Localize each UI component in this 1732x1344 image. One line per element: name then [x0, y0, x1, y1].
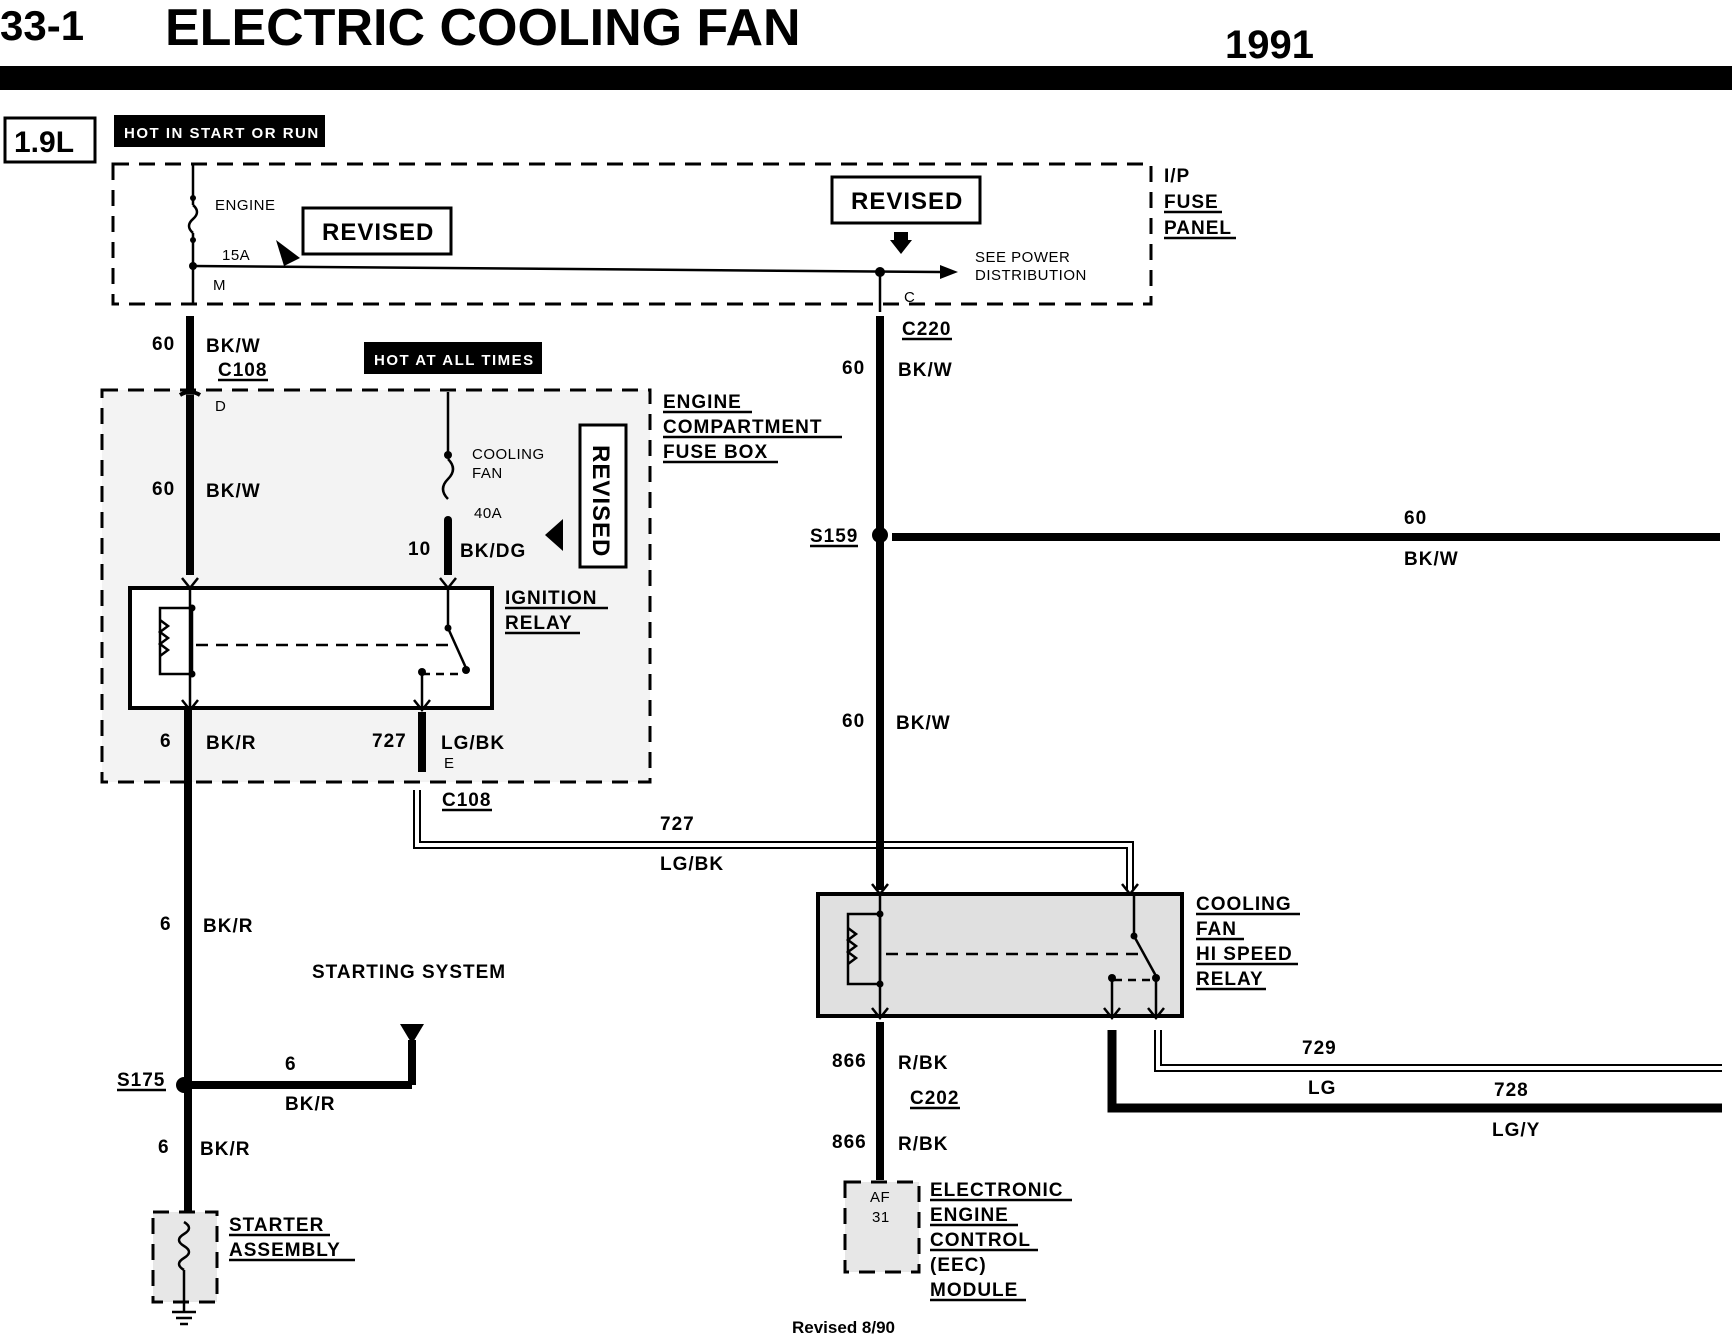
wire-10-color: BK/DG — [460, 541, 526, 562]
eec-label-2: ENGINE — [930, 1205, 1009, 1226]
ip-fuse-panel-label-1: I/P — [1164, 166, 1190, 187]
fan-relay-label-4: RELAY — [1196, 969, 1264, 990]
wire-866-lower-color: R/BK — [898, 1134, 948, 1155]
ignition-relay-label-2: RELAY — [505, 613, 573, 634]
fuse-box-label-2: COMPARTMENT — [663, 417, 822, 438]
pin-e: E — [444, 755, 455, 772]
wire-60-center-num: 60 — [842, 358, 865, 379]
wire-729-num: 729 — [1302, 1038, 1337, 1059]
revised-box-1: REVISED — [276, 206, 453, 266]
fuse-box-label-1: ENGINE — [663, 392, 742, 413]
svg-text:REVISED: REVISED — [322, 219, 434, 246]
wire-866-lower-num: 866 — [832, 1132, 867, 1153]
wire-728-color: LG/Y — [1492, 1120, 1540, 1141]
wire-60-inner-num: 60 — [152, 479, 175, 500]
eec-pin-2: 31 — [872, 1209, 890, 1226]
wire-60-top-color: BK/W — [206, 336, 261, 357]
wire-6-mid-num: 6 — [160, 914, 172, 935]
wire-727-color: LG/BK — [441, 733, 505, 754]
eec-module: AF 31 ELECTRONIC ENGINE CONTROL (EEC) MO… — [843, 1180, 1072, 1302]
eec-pin-1: AF — [870, 1189, 890, 1206]
svg-text:REVISED: REVISED — [587, 445, 614, 557]
cooling-fan-hi-speed-relay: COOLING FAN HI SPEED RELAY — [816, 883, 1300, 1021]
wire-6-branch-num: 6 — [285, 1054, 297, 1075]
wire-727-num: 727 — [372, 731, 407, 752]
wire-729-color: LG — [1308, 1078, 1336, 1099]
hot-start-run-tag: HOT IN START OR RUN — [114, 115, 325, 147]
wire-6-lower-num: 6 — [158, 1137, 170, 1158]
wire-60-lower-color: BK/W — [896, 713, 951, 734]
eec-label-1: ELECTRONIC — [930, 1180, 1064, 1201]
ip-fuse-rating: 15A — [222, 247, 250, 264]
fan-relay-label-2: FAN — [1196, 919, 1237, 940]
splice-s159: S159 — [810, 526, 858, 547]
ip-fuse-name: ENGINE — [215, 197, 276, 214]
ignition-relay: IGNITION RELAY — [128, 577, 608, 713]
fan-relay-label-3: HI SPEED — [1196, 944, 1293, 965]
fuse-box-label-3: FUSE BOX — [663, 442, 768, 463]
engine-badge-text: 1.9L — [14, 126, 74, 159]
revision-footer: Revised 8/90 — [792, 1318, 895, 1337]
engine-badge: 1.9L — [3, 116, 97, 164]
eec-label-5: MODULE — [930, 1280, 1018, 1301]
cooling-fan-fuse-name-1: COOLING — [472, 446, 545, 463]
hot-all-times-text: HOT AT ALL TIMES — [374, 352, 535, 369]
starter-label-2: ASSEMBLY — [229, 1240, 341, 1261]
eec-label-3: CONTROL — [930, 1230, 1031, 1251]
splice-s175: S175 — [117, 1070, 165, 1091]
cooling-fan-fuse-name-2: FAN — [472, 465, 503, 482]
connector-c202: C202 — [910, 1088, 959, 1109]
wire-727-h-num: 727 — [660, 814, 695, 835]
wire-60-top-num: 60 — [152, 334, 175, 355]
wire-6-upper-color: BK/R — [206, 733, 256, 754]
header: 33-1 ELECTRIC COOLING FAN 1991 — [0, 0, 1732, 90]
starting-system-label: STARTING SYSTEM — [312, 962, 506, 983]
hot-start-run-text: HOT IN START OR RUN — [124, 125, 320, 142]
wire-60-lower-num: 60 — [842, 711, 865, 732]
wire-60-right-num: 60 — [1404, 508, 1427, 529]
page-title: ELECTRIC COOLING FAN — [165, 0, 801, 57]
hot-all-times-tag: HOT AT ALL TIMES — [364, 342, 542, 374]
wire-6-lower-color: BK/R — [200, 1139, 250, 1160]
wire-60-right-color: BK/W — [1404, 549, 1459, 570]
wire-6-upper-num: 6 — [160, 731, 172, 752]
fan-relay-label-1: COOLING — [1196, 894, 1292, 915]
eec-label-4: (EEC) — [930, 1255, 987, 1276]
section-number: 33-1 — [0, 2, 84, 49]
ip-fuse-panel-label-3: PANEL — [1164, 218, 1232, 239]
wire-6-branch-color: BK/R — [285, 1094, 335, 1115]
connector-c220: C220 — [902, 319, 951, 340]
ip-pin-m: M — [213, 277, 226, 294]
pin-d: D — [215, 398, 226, 415]
see-power-line1: SEE POWER — [975, 249, 1070, 266]
ip-fuse-panel-label-2: FUSE — [1164, 192, 1219, 213]
starter-assembly: STARTER ASSEMBLY — [151, 1210, 355, 1326]
ip-pin-c: C — [904, 289, 915, 306]
svg-text:REVISED: REVISED — [851, 188, 963, 215]
connector-c108-top: C108 — [218, 360, 267, 381]
wire-727-h-color: LG/BK — [660, 854, 724, 875]
wire-60-center-color: BK/W — [898, 360, 953, 381]
revised-box-vertical: REVISED — [578, 423, 628, 569]
cooling-fan-fuse-rating: 40A — [474, 505, 502, 522]
wire-866-upper-num: 866 — [832, 1051, 867, 1072]
starter-label-1: STARTER — [229, 1215, 324, 1236]
wire-866-upper-color: R/BK — [898, 1053, 948, 1074]
see-power-line2: DISTRIBUTION — [975, 267, 1087, 284]
wire-60-inner-color: BK/W — [206, 481, 261, 502]
model-year: 1991 — [1225, 23, 1314, 67]
connector-c108-bottom: C108 — [442, 790, 491, 811]
wire-6-mid-color: BK/R — [203, 916, 253, 937]
ignition-relay-label-1: IGNITION — [505, 588, 597, 609]
ip-fuse-panel: ENGINE 15A M C SEE POWER DISTRIBUTION I/… — [111, 162, 1236, 312]
wire-728-num: 728 — [1494, 1080, 1529, 1101]
header-rule — [0, 66, 1732, 90]
revised-box-2: REVISED — [830, 175, 982, 254]
wire-10-num: 10 — [408, 539, 431, 560]
